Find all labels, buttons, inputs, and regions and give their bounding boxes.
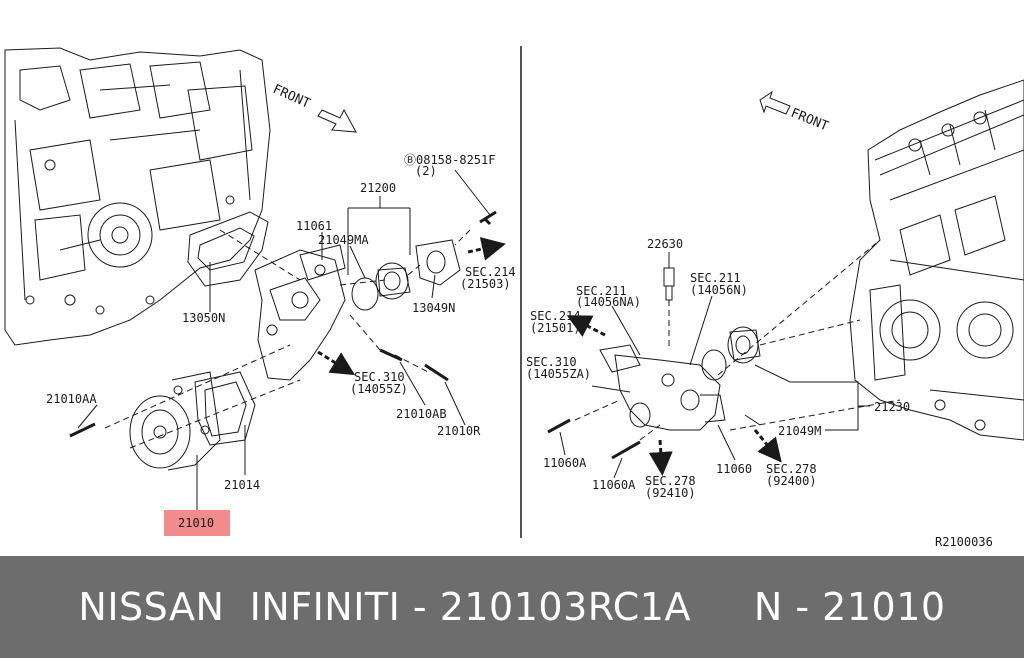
label-sec214-right-ref: (21501) — [530, 321, 581, 335]
arrow-sec214-right — [566, 315, 606, 337]
exploded-parts-diagram: FRONT Ⓑ08158-8251F (2) 21200 11061 21049… — [4, 46, 1024, 549]
label-sec214-right: SEC.214 — [530, 309, 581, 323]
o-ring-21049m — [701, 349, 727, 381]
front-arrow-right — [759, 90, 791, 115]
arrow-sec214-left — [467, 237, 506, 261]
thermostat-21200 — [375, 262, 411, 300]
diagram-canvas: FRONT Ⓑ08158-8251F (2) 21200 11061 21049… — [4, 46, 1024, 549]
label-bolt-08158: Ⓑ08158-8251F — [404, 153, 495, 167]
bolt-11060a-1 — [547, 418, 571, 434]
right-assembly-lines — [574, 239, 901, 441]
label-sec214-left-ref: (21503) — [460, 277, 511, 291]
label-sec278-b: SEC.278 — [766, 462, 817, 476]
label-21010ab: 21010AB — [396, 407, 447, 421]
left-leader-lines — [77, 169, 491, 512]
right-engine-block — [849, 79, 1024, 441]
label-sec310-left-ref: (14055Z) — [350, 382, 408, 396]
caption-text: NISSAN INFINITI - 210103RC1A N - 21010 — [78, 585, 946, 629]
label-21049ma: 21049MA — [318, 233, 369, 247]
label-sec211-b: SEC.211 — [690, 271, 741, 285]
label-21010aa: 21010AA — [46, 392, 97, 406]
label-11061: 11061 — [296, 219, 332, 233]
arrow-sec278-right — [753, 429, 782, 463]
label-21230: 21230 — [874, 400, 910, 414]
label-sec278-a-ref: (92410) — [645, 486, 696, 500]
label-11060a-1: 11060A — [543, 456, 587, 470]
label-21049m: 21049M — [778, 424, 821, 438]
front-arrow-left — [317, 108, 357, 133]
label-sec278-b-ref: (92400) — [766, 474, 817, 488]
caption-bar: NISSAN INFINITI - 210103RC1A N - 21010 — [0, 556, 1024, 658]
label-sec211-a: SEC.211 — [576, 284, 627, 298]
diagram-code: R2100036 — [935, 535, 993, 549]
water-outlet-11060 — [599, 344, 726, 431]
left-engine-block — [4, 47, 271, 346]
arrow-sec310-left — [317, 350, 356, 376]
gasket-13050n — [187, 211, 269, 287]
label-sec310-right-ref: (14055ZA) — [526, 367, 591, 381]
label-sec211-b-ref: (14056N) — [690, 283, 748, 297]
bolt-21010r — [424, 363, 449, 382]
label-21010r: 21010R — [437, 424, 481, 438]
label-sec310-left: SEC.310 — [354, 370, 405, 384]
water-pump-21010 — [129, 371, 221, 471]
front-label-right: FRONT — [789, 106, 831, 135]
label-sec310-right: SEC.310 — [526, 355, 577, 369]
bolt-21010aa — [69, 422, 96, 438]
arrow-sec278-left — [648, 439, 673, 476]
thermostat-housing-13049n — [415, 239, 461, 286]
label-21010-highlighted: 21010 — [178, 516, 214, 530]
label-21014: 21014 — [224, 478, 260, 492]
label-11060: 11060 — [716, 462, 752, 476]
thermostat-21230 — [727, 326, 761, 364]
label-13049n: 13049N — [412, 301, 455, 315]
label-11060a-2: 11060A — [592, 478, 636, 492]
bolt-11060a-2 — [611, 440, 641, 460]
left-assembly-lines — [104, 229, 471, 449]
right-leader-lines — [559, 252, 870, 479]
label-13050n: 13050N — [182, 311, 225, 325]
label-sec211-a-ref: (14056NA) — [576, 295, 641, 309]
label-sec278-a: SEC.278 — [645, 474, 696, 488]
bolt-21010ab — [379, 348, 403, 362]
highlight-21010 — [164, 510, 230, 536]
label-22630: 22630 — [647, 237, 683, 251]
water-inlet-housing-11061 — [254, 244, 346, 381]
front-label-left: FRONT — [270, 82, 312, 112]
label-sec214-left: SEC.214 — [465, 265, 516, 279]
bolt-08158 — [479, 210, 497, 226]
label-bolt-08158-qty: (2) — [415, 164, 437, 178]
temp-sensor-22630 — [663, 267, 675, 301]
o-ring-21049ma — [351, 277, 379, 311]
label-21200: 21200 — [360, 181, 396, 195]
